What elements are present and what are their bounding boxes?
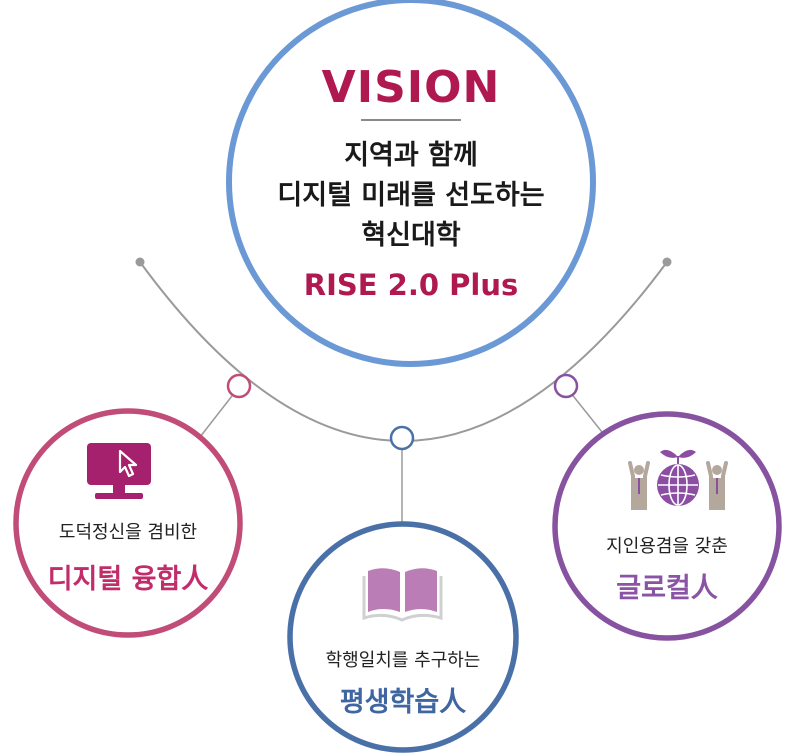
connector-node-left <box>226 373 252 399</box>
vision-divider <box>361 119 461 121</box>
node-description-lifelong: 학행일치를 추구하는 <box>325 650 481 671</box>
connector-node-right <box>553 373 579 399</box>
node-circle-digital <box>13 408 243 638</box>
vision-line-2: 디지털 미래를 선도하는 <box>277 180 545 211</box>
vision-circle <box>226 0 596 367</box>
connector-node-center <box>389 425 415 451</box>
node-description-glocal: 지인용겸을 갖춘 <box>606 536 728 557</box>
vision-line-1: 지역과 함께 <box>344 140 478 171</box>
node-title-glocal: 글로컬人 <box>616 573 718 604</box>
node-circle-lifelong <box>287 521 519 753</box>
arc-end-dot-left <box>135 257 145 267</box>
node-description-digital: 도덕정신을 겸비한 <box>58 522 198 543</box>
vision-brand: RISE 2.0 Plus <box>303 268 519 302</box>
arc-end-dot-right <box>662 257 672 267</box>
node-title-digital: 디지털 융합人 <box>47 564 209 595</box>
vision-statement: 지역과 함께 디지털 미래를 선도하는 혁신대학 <box>231 136 591 256</box>
node-title-lifelong: 평생학습人 <box>339 687 467 718</box>
open-book-icon <box>362 568 443 622</box>
computer-cursor-icon <box>87 443 151 499</box>
vision-line-3: 혁신대학 <box>361 220 461 251</box>
globe-sprout-people-icon <box>628 449 728 510</box>
vision-title: VISION <box>321 62 501 113</box>
